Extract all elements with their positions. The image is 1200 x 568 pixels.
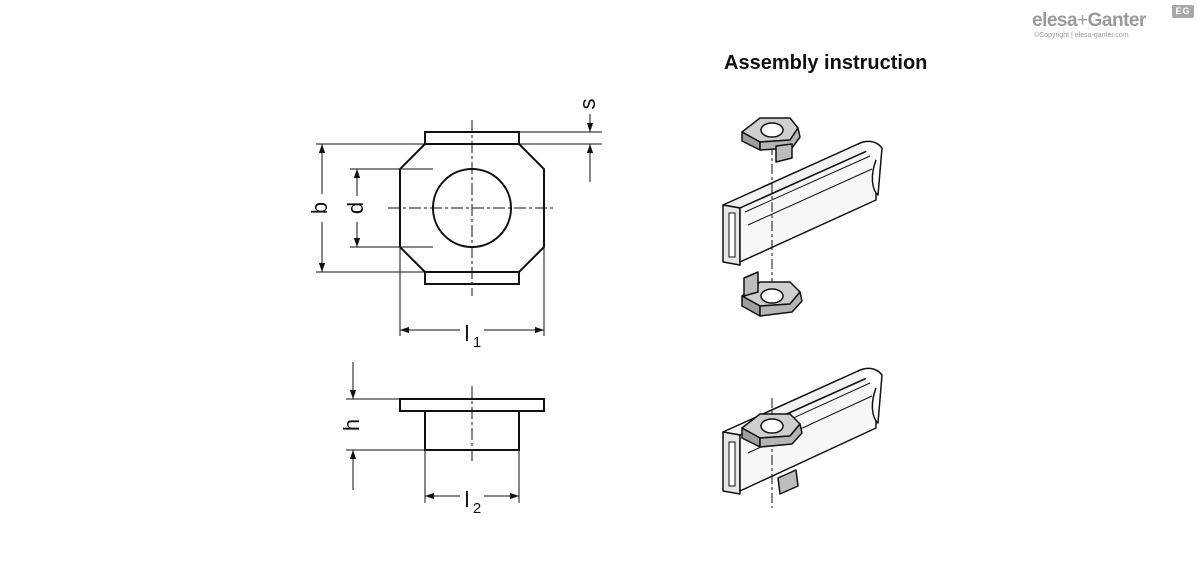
dim-label-s: s <box>575 99 600 110</box>
upper-nut-tab <box>775 143 793 163</box>
rail-break <box>857 140 883 196</box>
rail2-side-face <box>739 373 877 492</box>
logo-brand-left: elesa <box>1032 10 1078 31</box>
dim-label-h: h <box>339 419 364 431</box>
logo-wordmark: elesa+Ganter <box>1032 10 1146 32</box>
lower-nut-tab <box>743 271 759 297</box>
rail-end-slot <box>728 212 736 258</box>
top-view <box>316 94 602 336</box>
label-mask-h <box>340 412 366 438</box>
seated-nut-side-right <box>759 423 803 448</box>
rail2-break <box>857 367 883 424</box>
assembly-step-exploded <box>722 117 883 317</box>
seated-nut-bottom-tab <box>777 469 799 495</box>
dim-label-l2-sub: 2 <box>473 500 481 517</box>
side-view <box>346 362 545 503</box>
rail-inner-edge-2 <box>747 168 873 226</box>
label-mask-l2 <box>460 484 484 514</box>
rail2-end-slot <box>728 441 736 487</box>
brand-logo: elesa+Ganter EG ©Copyright | elesa-gante… <box>1032 5 1197 42</box>
label-mask-l1 <box>460 318 484 348</box>
logo-brand-plus: + <box>1077 10 1088 31</box>
lower-nut-side-right <box>759 291 803 317</box>
seated-nut-hole <box>760 418 784 434</box>
label-mask-s <box>576 90 598 114</box>
logo-brand-right: Ganter <box>1087 10 1147 31</box>
assembly-step-assembled <box>722 367 883 508</box>
dim-label-b: b <box>307 202 332 214</box>
dim-label-l1: l <box>465 321 470 346</box>
dim-label-d: d <box>343 202 368 214</box>
assembly-instruction-title: Assembly instruction <box>724 52 928 74</box>
label-mask-b <box>308 194 336 222</box>
lower-nut-hole <box>760 288 784 304</box>
logo-copyright: ©Copyright | elesa-ganter.com <box>1034 32 1129 39</box>
dim-label-l2: l <box>465 487 470 512</box>
rail-inner-edge-1 <box>744 155 871 213</box>
rail-side-face <box>739 146 877 263</box>
label-mask-d <box>343 196 371 222</box>
logo-badge: EG <box>1172 5 1194 18</box>
upper-nut-hole <box>760 122 784 138</box>
dim-label-l1-sub: 1 <box>473 334 481 351</box>
